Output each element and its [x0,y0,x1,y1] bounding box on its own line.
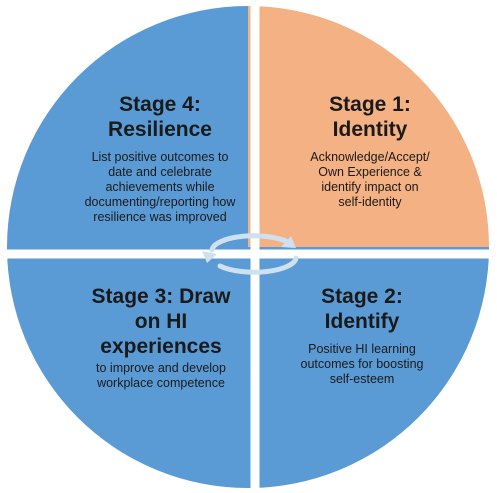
stage-2-block: Stage 2: Identify Positive HI learning o… [262,284,462,387]
stage-1-title-line1: Stage 1: [329,93,411,116]
stage-1-title: Stage 1: Identity [270,92,470,142]
stage-2-description: Positive HI learning outcomes for boosti… [262,342,462,387]
stage-2-title: Stage 2: Identify [262,284,462,334]
stage-1-block: Stage 1: Identity Acknowledge/Accept/ Ow… [270,92,470,210]
circular-arrows-icon [202,233,299,275]
stage-3-desc-line: to improve and develop [96,361,226,375]
stage-3-title-line3: experiences [100,335,222,358]
stage-4-desc-line: date and celebrate [108,165,212,179]
stage-4-desc-line: achievements while [105,180,215,194]
stage-2-title-line2: Identify [324,310,400,333]
stage-2-desc-line: outcomes for boosting [300,357,424,371]
stage-2-desc-line: Positive HI learning [308,342,416,356]
stage-4-description: List positive outcomes to date and celeb… [60,150,260,225]
quadrant-stage-4 [7,6,248,247]
stage-1-desc-line: Own Experience & [318,165,422,179]
quadrant-stage-3 [7,247,248,488]
stage-1-desc-line: identify impact on [321,180,419,194]
stage-3-title-line2: on HI [134,310,188,333]
stage-4-title-line2: Resilience [108,118,212,141]
stage-4-title: Stage 4: Resilience [60,92,260,142]
quadrant-stage-2 [248,247,489,488]
stage-1-desc-line: Acknowledge/Accept/ [310,150,430,164]
stage-4-desc-line: documenting/reporting how [84,195,236,209]
stage-3-title-line1: Stage 3: Draw [91,285,231,308]
stage-1-title-line2: Identity [332,118,408,141]
stage-3-desc-line: workplace competence [97,376,225,390]
stage-4-block: Stage 4: Resilience List positive outcom… [60,92,260,225]
stage-4-desc-line: resilience was improved [93,210,227,224]
stage-4-desc-line: List positive outcomes to [91,150,229,164]
stage-3-title: Stage 3: Draw on HI experiences [58,284,264,359]
stage-4-title-line1: Stage 4: [119,93,201,116]
stage-2-desc-line: self-esteem [329,372,395,386]
stage-3-description: to improve and develop workplace compete… [58,361,264,391]
stage-1-desc-line: self-identity [338,195,402,209]
quadrant-stage-1 [248,6,489,247]
stage-3-block: Stage 3: Draw on HI experiences to impro… [58,284,264,391]
stage-1-description: Acknowledge/Accept/ Own Experience & ide… [270,150,470,210]
stage-2-title-line1: Stage 2: [321,285,403,308]
